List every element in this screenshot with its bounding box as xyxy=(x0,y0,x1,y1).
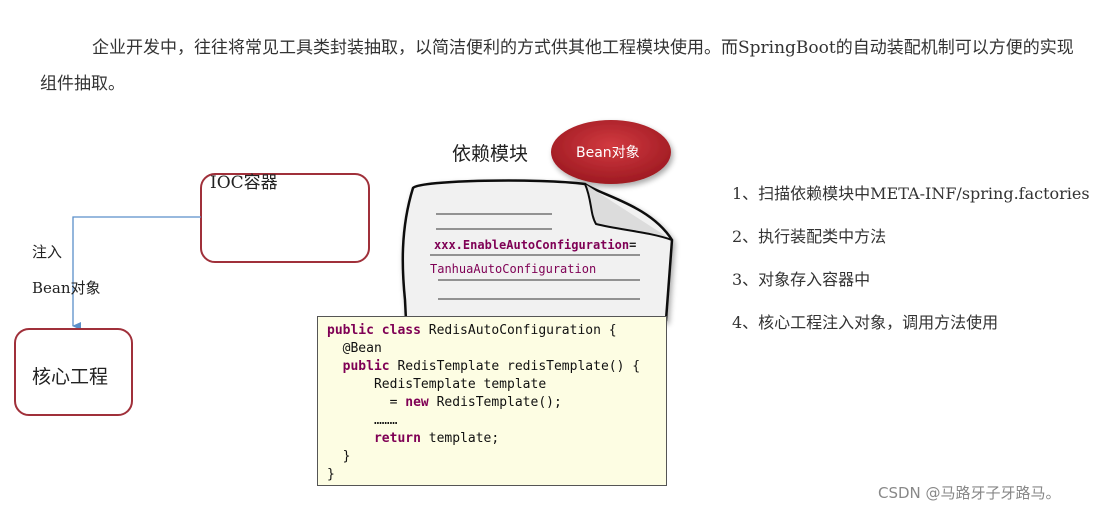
code-snippet: public class RedisAutoConfiguration { @B… xyxy=(317,316,667,486)
bean-badge-ellipse xyxy=(551,120,671,184)
config-eq: = xyxy=(629,238,637,252)
step-item: 3、对象存入容器中 xyxy=(732,270,871,289)
intro-paragraph: 企业开发中，往往将常见工具类封装抽取，以简洁便利的方式供其他工程模块使用。而Sp… xyxy=(40,38,1074,94)
inject-arrow xyxy=(72,216,201,330)
code-line: = new RedisTemplate(); xyxy=(327,394,666,412)
watermark: CSDN @马路牙子牙路马。 xyxy=(878,484,1061,502)
code-text: RedisTemplate redisTemplate() { xyxy=(389,359,641,374)
core-project-label: 核心工程 xyxy=(32,366,109,388)
code-keyword: new xyxy=(405,395,429,410)
steps-list: 1、扫描依赖模块中META-INF/spring.factories 2、执行装配… xyxy=(732,180,1090,352)
code-keyword: public xyxy=(342,359,390,374)
code-text: ……… xyxy=(327,413,398,428)
code-keyword: return xyxy=(373,431,421,446)
config-key-line: xxx.EnableAutoConfiguration= xyxy=(434,238,636,252)
dependency-module-title: 依赖模块 xyxy=(452,143,529,165)
code-text: RedisTemplate(); xyxy=(428,395,562,410)
code-line: public class RedisAutoConfiguration { xyxy=(327,322,666,340)
code-keyword: public class xyxy=(327,323,421,338)
code-line: @Bean xyxy=(327,340,666,358)
code-text: RedisAutoConfiguration { xyxy=(420,323,617,338)
code-text xyxy=(327,431,374,446)
code-line: public RedisTemplate redisTemplate() { xyxy=(327,358,666,376)
bean-badge-label: Bean对象 xyxy=(576,145,640,161)
dependency-module-document xyxy=(401,179,674,322)
core-project-box xyxy=(14,328,133,416)
code-line: return template; xyxy=(327,430,666,448)
code-text: } xyxy=(327,449,351,464)
config-value: TanhuaAutoConfiguration xyxy=(430,262,597,276)
step-item: 2、执行装配类中方法 xyxy=(732,227,887,246)
ioc-container-label: IOC容器 xyxy=(210,173,278,193)
code-text: = xyxy=(327,395,406,410)
code-text: RedisTemplate template xyxy=(327,377,547,392)
step-item: 4、核心工程注入对象，调用方法使用 xyxy=(732,313,999,332)
code-text: template; xyxy=(420,431,500,446)
code-text: @Bean xyxy=(327,341,382,356)
config-key: xxx.EnableAutoConfiguration xyxy=(434,238,630,252)
ioc-container-box xyxy=(200,173,370,263)
code-line: } xyxy=(327,448,666,466)
code-text: } xyxy=(327,467,335,482)
code-line: } xyxy=(327,466,666,484)
step-item: 1、扫描依赖模块中META-INF/spring.factories xyxy=(732,184,1090,203)
code-text xyxy=(327,359,343,374)
inject-label: 注入 xyxy=(32,243,63,261)
code-line: ……… xyxy=(327,412,666,430)
code-line: RedisTemplate template xyxy=(327,376,666,394)
bean-object-label: Bean对象 xyxy=(32,279,101,297)
